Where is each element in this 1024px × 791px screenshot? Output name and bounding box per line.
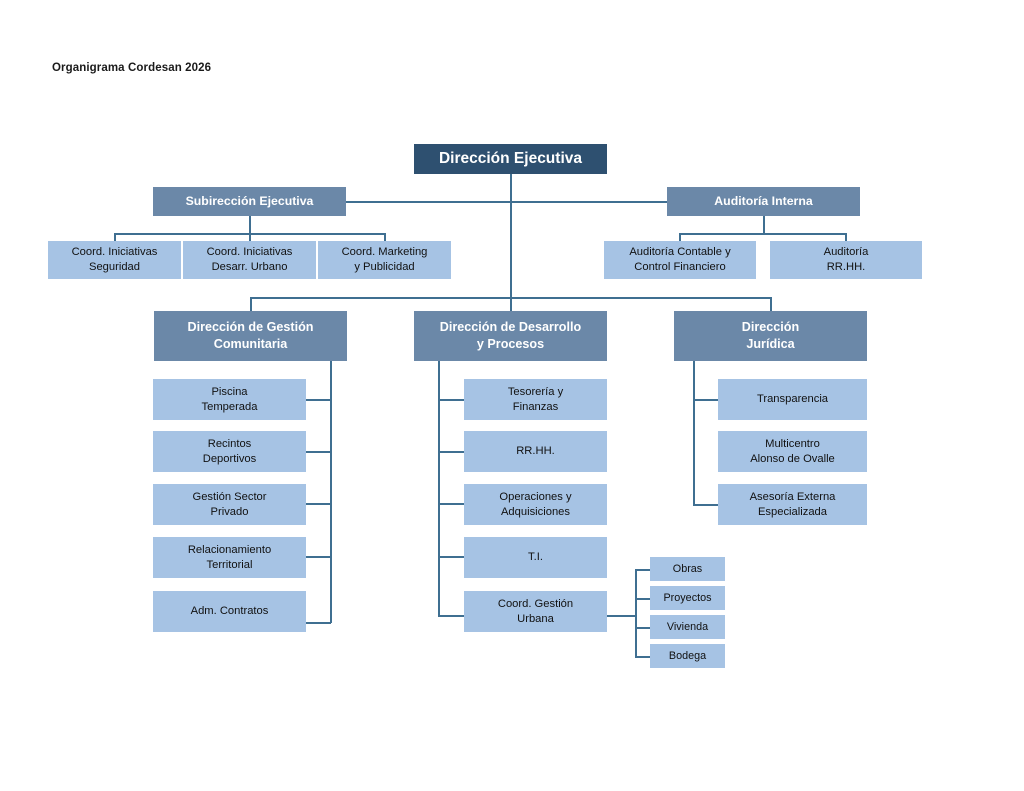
node-label: Dirección de Gestión Comunitaria (187, 320, 314, 351)
connector-gu-stem (607, 615, 636, 617)
node-piscina-temperada[interactable]: Piscina Temperada (153, 379, 306, 420)
connector-dp-child-5 (438, 615, 465, 617)
node-relacionamiento-territorial[interactable]: Relacionamiento Territorial (153, 537, 306, 578)
connector-subdireccion-spine (249, 215, 251, 233)
node-label: Coord. Marketing y Publicidad (341, 246, 428, 273)
node-auditoria-contable-control-financiero[interactable]: Auditoría Contable y Control Financiero (604, 241, 756, 279)
node-label: Multicentro Alonso de Ovalle (750, 437, 835, 465)
node-coord-iniciativas-desarr-urbano[interactable]: Coord. Iniciativas Desarr. Urbano (183, 241, 316, 279)
connector-subdireccion-drop-3 (384, 233, 386, 242)
node-label: Obras (672, 562, 703, 575)
connector-desarrollo-procesos-spine (438, 361, 440, 616)
connector-dp-child-3 (438, 503, 465, 505)
connector-level2-bar (249, 201, 772, 203)
node-obras[interactable]: Obras (650, 557, 725, 581)
node-label: Tesorería y Finanzas (507, 385, 564, 413)
node-bodega[interactable]: Bodega (650, 644, 725, 668)
connector-level3-drop-3 (770, 297, 772, 311)
node-ti[interactable]: T.I. (464, 537, 607, 578)
node-transparencia[interactable]: Transparencia (718, 379, 867, 420)
connector-ju-child-3 (693, 504, 719, 506)
connector-gc-child-1 (305, 399, 331, 401)
node-tesoreria-finanzas[interactable]: Tesorería y Finanzas (464, 379, 607, 420)
connector-root-spine (510, 173, 512, 297)
node-auditoria-rrhh[interactable]: Auditoría RR.HH. (770, 241, 922, 279)
node-label: Dirección Jurídica (741, 320, 800, 351)
node-operaciones-adquisiciones[interactable]: Operaciones y Adquisiciones (464, 484, 607, 525)
node-direccion-ejecutiva[interactable]: Dirección Ejecutiva (414, 144, 607, 174)
node-label: Bodega (668, 649, 707, 662)
node-asesoria-externa-especializada[interactable]: Asesoría Externa Especializada (718, 484, 867, 525)
node-label: RR.HH. (516, 445, 555, 458)
connector-gu-child-3 (635, 627, 651, 629)
connector-gu-child-2 (635, 598, 651, 600)
node-label: Operaciones y Adquisiciones (499, 490, 572, 518)
node-recintos-deportivos[interactable]: Recintos Deportivos (153, 431, 306, 472)
node-direccion-desarrollo-procesos[interactable]: Dirección de Desarrollo y Procesos (414, 311, 607, 361)
node-adm-contratos[interactable]: Adm. Contratos (153, 591, 306, 632)
node-label: Piscina Temperada (201, 385, 258, 413)
node-coord-marketing-publicidad[interactable]: Coord. Marketing y Publicidad (318, 241, 451, 279)
node-label: Coord. Iniciativas Desarr. Urbano (206, 246, 293, 273)
node-label: Gestión Sector Privado (192, 490, 267, 518)
node-label: Proyectos (663, 591, 712, 604)
connector-gc-child-3 (305, 503, 331, 505)
node-label: Dirección Ejecutiva (438, 149, 582, 167)
node-multicentro-alonso-ovalle[interactable]: Multicentro Alonso de Ovalle (718, 431, 867, 472)
connector-auditoria-spine (763, 215, 765, 233)
node-label: Dirección de Desarrollo y Procesos (439, 320, 582, 351)
node-coord-iniciativas-seguridad[interactable]: Coord. Iniciativas Seguridad (48, 241, 181, 279)
connector-auditoria-bar (679, 233, 846, 235)
node-direccion-gestion-comunitaria[interactable]: Dirección de Gestión Comunitaria (154, 311, 347, 361)
node-subdireccion-ejecutiva[interactable]: Subirección Ejecutiva (153, 187, 346, 216)
node-label: Recintos Deportivos (202, 437, 257, 465)
connector-gu-spine (635, 569, 637, 657)
connector-gu-child-4 (635, 656, 651, 658)
node-auditoria-interna[interactable]: Auditoría Interna (667, 187, 860, 216)
node-direccion-juridica[interactable]: Dirección Jurídica (674, 311, 867, 361)
connector-gu-child-1 (635, 569, 651, 571)
node-label: T.I. (528, 551, 543, 564)
connector-auditoria-drop-2 (845, 233, 847, 242)
connector-dp-child-4 (438, 556, 465, 558)
connector-subdireccion-drop-2 (249, 233, 251, 242)
node-label: Auditoría Contable y Control Financiero (629, 246, 731, 273)
connector-gestion-comunitaria-spine (330, 361, 332, 623)
node-label: Coord. Gestión Urbana (497, 597, 574, 625)
node-label: Auditoría Interna (714, 194, 813, 209)
connector-auditoria-drop-1 (679, 233, 681, 242)
node-label: Coord. Iniciativas Seguridad (71, 246, 158, 273)
node-label: Auditoría RR.HH. (823, 246, 869, 273)
connector-subdireccion-drop-1 (114, 233, 116, 242)
node-label: Relacionamiento Territorial (187, 543, 272, 571)
node-proyectos[interactable]: Proyectos (650, 586, 725, 610)
node-gestion-sector-privado[interactable]: Gestión Sector Privado (153, 484, 306, 525)
node-label: Adm. Contratos (190, 605, 269, 618)
page-title: Organigrama Cordesan 2026 (52, 62, 212, 74)
connector-gc-child-2 (305, 451, 331, 453)
node-label: Subirección Ejecutiva (185, 194, 314, 209)
connector-ju-child-1 (693, 399, 719, 401)
connector-dp-child-2 (438, 451, 465, 453)
connector-juridica-spine (693, 361, 695, 504)
node-coord-gestion-urbana[interactable]: Coord. Gestión Urbana (464, 591, 607, 632)
connector-level3-drop-1 (250, 297, 252, 311)
node-label: Asesoría Externa Especializada (749, 490, 836, 518)
connector-gc-child-4 (305, 556, 331, 558)
node-label: Transparencia (756, 393, 829, 406)
node-label: Vivienda (666, 620, 709, 633)
connector-gc-child-5 (305, 622, 331, 624)
connector-level3-drop-2 (510, 297, 512, 311)
connector-dp-child-1 (438, 399, 465, 401)
node-rrhh[interactable]: RR.HH. (464, 431, 607, 472)
node-vivienda[interactable]: Vivienda (650, 615, 725, 639)
